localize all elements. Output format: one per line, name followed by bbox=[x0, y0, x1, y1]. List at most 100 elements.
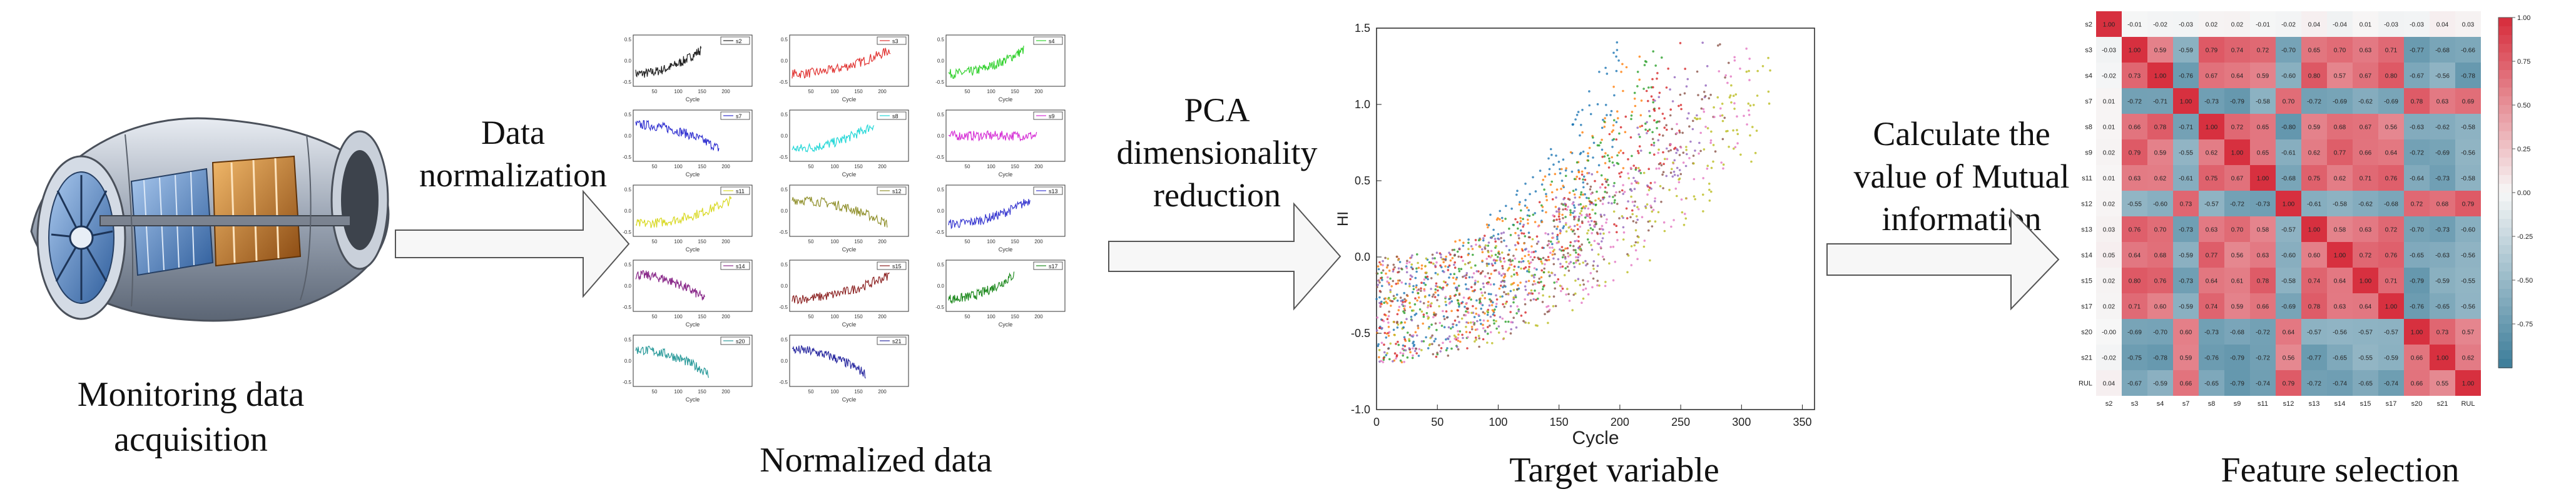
data-point bbox=[1580, 214, 1583, 216]
data-point bbox=[1524, 183, 1527, 185]
data-point bbox=[1465, 310, 1467, 313]
data-point bbox=[1524, 204, 1527, 207]
heatmap-cell: -0.55 bbox=[2455, 268, 2481, 293]
data-point bbox=[1397, 343, 1400, 346]
data-point bbox=[1544, 258, 1547, 261]
y-tick-label: 0.0 bbox=[937, 58, 945, 64]
x-tick-label: 100 bbox=[830, 239, 839, 244]
data-point bbox=[1442, 261, 1445, 264]
data-point bbox=[1499, 260, 1502, 263]
cell-value: -0.59 bbox=[2179, 48, 2193, 54]
heatmap-cell: 0.62 bbox=[2147, 165, 2173, 191]
data-point bbox=[1567, 205, 1569, 208]
data-point bbox=[1559, 232, 1562, 234]
cell-value: 0.73 bbox=[2180, 201, 2192, 208]
heatmap-cell: -0.72 bbox=[2250, 345, 2276, 370]
cell-value: 0.64 bbox=[2283, 330, 2295, 336]
data-point bbox=[1703, 148, 1706, 151]
cell-value: 0.71 bbox=[2385, 48, 2398, 54]
cell-rect bbox=[2353, 114, 2378, 139]
data-point bbox=[1445, 304, 1447, 306]
data-point bbox=[1448, 302, 1451, 305]
data-point bbox=[1613, 94, 1616, 97]
data-point bbox=[1576, 223, 1579, 226]
data-point bbox=[1467, 253, 1470, 256]
data-point bbox=[1528, 266, 1530, 268]
data-point bbox=[1462, 244, 1465, 247]
data-point bbox=[1639, 114, 1642, 117]
cell-rect bbox=[2276, 37, 2301, 63]
data-point bbox=[1554, 206, 1557, 208]
cell-value: 0.66 bbox=[2257, 304, 2269, 311]
data-point bbox=[1434, 288, 1437, 291]
heatmap-cell: -0.76 bbox=[2199, 345, 2224, 370]
data-point bbox=[1748, 69, 1750, 73]
data-point bbox=[1602, 198, 1604, 201]
data-point bbox=[1547, 239, 1550, 243]
data-point bbox=[1591, 208, 1594, 211]
data-point bbox=[1512, 316, 1515, 320]
series-line-s20 bbox=[635, 345, 709, 378]
pca-label: PCA dimensionality reduction bbox=[1116, 91, 1318, 214]
data-point bbox=[1512, 298, 1515, 301]
cell-rect bbox=[2430, 370, 2455, 396]
data-point bbox=[1622, 226, 1625, 229]
heatmap-cell: -0.71 bbox=[2173, 114, 2199, 139]
data-point bbox=[1461, 333, 1464, 336]
data-point bbox=[1410, 319, 1413, 321]
heatmap-cell: 0.02 bbox=[2096, 268, 2122, 293]
data-point bbox=[1596, 190, 1598, 193]
cell-rect bbox=[2096, 268, 2122, 293]
data-point bbox=[1494, 238, 1497, 240]
data-point bbox=[1469, 261, 1472, 264]
data-point bbox=[1616, 49, 1619, 51]
data-point bbox=[1547, 233, 1550, 236]
data-point bbox=[1552, 214, 1554, 217]
data-point bbox=[1457, 333, 1460, 336]
data-point bbox=[1534, 324, 1537, 327]
data-point bbox=[1489, 276, 1491, 280]
cell-rect bbox=[2327, 293, 2353, 319]
data-point bbox=[1388, 358, 1391, 361]
data-point bbox=[1562, 184, 1564, 188]
data-point bbox=[1414, 331, 1417, 333]
data-point bbox=[1386, 302, 1388, 305]
data-point bbox=[1688, 157, 1691, 159]
heatmap-cell: 0.69 bbox=[2455, 88, 2481, 114]
cell-value: 0.66 bbox=[2411, 355, 2423, 362]
cell-rect bbox=[2378, 268, 2404, 293]
cell-rect bbox=[2199, 216, 2224, 242]
data-point bbox=[1638, 78, 1641, 81]
data-point bbox=[1743, 114, 1745, 118]
data-point bbox=[1702, 108, 1705, 111]
x-tick-label: 200 bbox=[878, 164, 887, 169]
data-point bbox=[1424, 265, 1427, 268]
data-point bbox=[1589, 272, 1592, 275]
data-point bbox=[1617, 59, 1620, 62]
x-tick-label: 200 bbox=[721, 164, 730, 169]
data-point bbox=[1439, 264, 1442, 267]
data-point bbox=[1633, 244, 1636, 247]
data-point bbox=[1657, 96, 1661, 98]
heatmap-cell: 0.70 bbox=[2224, 216, 2250, 242]
cell-value: 0.01 bbox=[2103, 99, 2115, 106]
engine-image bbox=[6, 75, 407, 338]
cell-value: -0.65 bbox=[2358, 381, 2373, 388]
cell-value: 0.80 bbox=[2129, 278, 2141, 285]
data-point bbox=[1568, 198, 1571, 201]
cell-value: -0.80 bbox=[2281, 124, 2296, 131]
data-point bbox=[1501, 295, 1504, 298]
heatmap-cell: 0.62 bbox=[2455, 345, 2481, 370]
data-point bbox=[1611, 161, 1614, 164]
data-point bbox=[1478, 298, 1481, 301]
data-point bbox=[1533, 276, 1535, 279]
data-point bbox=[1722, 163, 1725, 166]
heatmap-cell: -0.70 bbox=[2276, 37, 2301, 63]
heatmap-cell: 0.59 bbox=[2301, 114, 2327, 139]
cell-value: -0.71 bbox=[2179, 124, 2193, 131]
row-label: s4 bbox=[2085, 73, 2092, 80]
y-tick-label: 0.0 bbox=[781, 283, 788, 289]
heatmap-cell: -0.69 bbox=[2430, 139, 2455, 165]
data-point bbox=[1409, 351, 1412, 353]
cell-rect bbox=[2404, 139, 2430, 165]
